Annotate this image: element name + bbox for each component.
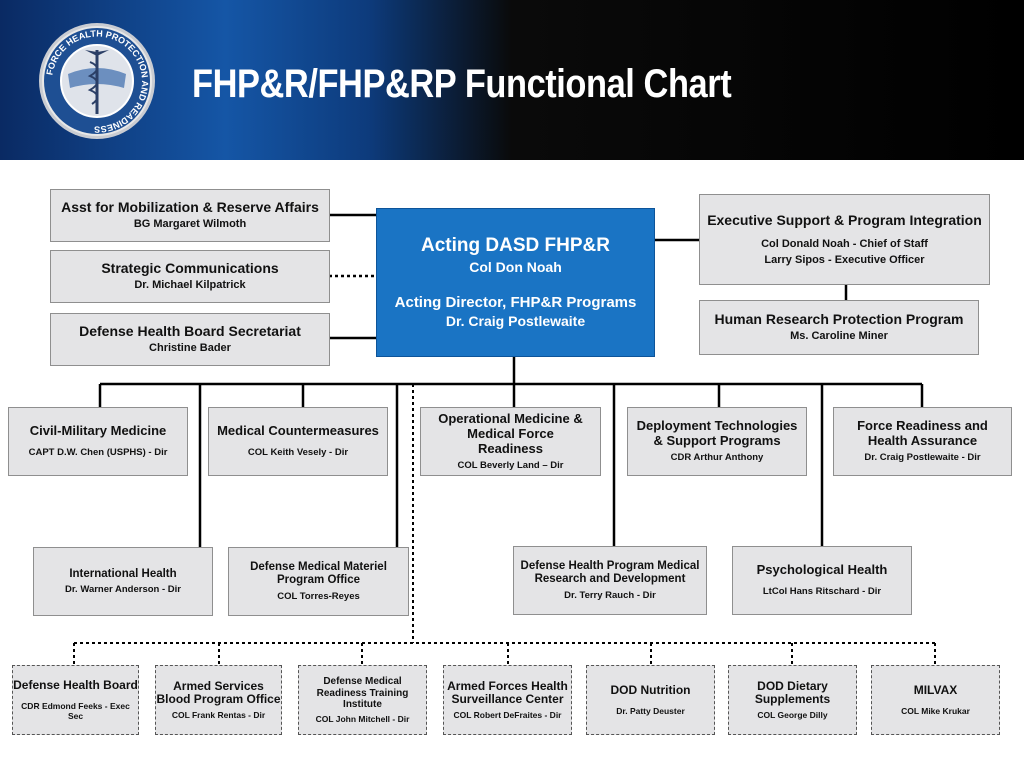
box-title: Defense Health Program Medical Research … [520,560,700,586]
box-subtitle: COL Beverly Land – Dir [457,459,564,471]
psychological-health-box: Psychological Health LtCol Hans Ritschar… [732,546,912,615]
box-title: Medical Countermeasures [217,423,379,439]
box-subtitle: COL George Dilly [757,710,828,721]
box-title: Psychological Health [756,562,888,578]
afhsc-box: Armed Forces Health Surveillance Center … [443,665,572,735]
box-title: Human Research Protection Program [714,311,964,328]
deployment-technologies-box: Deployment Technologies & Support Progra… [627,407,807,476]
box-title: MILVAX [913,683,958,697]
human-research-protection-box: Human Research Protection Program Ms. Ca… [699,300,979,355]
operational-medicine-box: Operational Medicine & Medical Force Rea… [420,407,601,476]
force-readiness-box: Force Readiness and Health Assurance Dr.… [833,407,1012,476]
center-name: Col Don Noah [469,259,562,275]
header-banner: FORCE HEALTH PROTECTION AND READINESS FH… [0,0,1024,160]
box-subtitle: COL Torres-Reyes [277,590,360,602]
box-title: Force Readiness and Health Assurance [857,418,988,449]
box-subtitle: COL Robert DeFraites - Dir [453,710,562,721]
center-title: Acting DASD FHP&R [421,235,610,257]
box-subtitle: CAPT D.W. Chen (USPHS) - Dir [28,447,168,459]
box-title: Strategic Communications [101,260,279,277]
medical-countermeasures-box: Medical Countermeasures COL Keith Vesely… [208,407,388,476]
international-health-box: International Health Dr. Warner Anderson… [33,547,213,616]
box-subtitle: COL Mike Krukar [901,705,970,716]
box-title: Defense Health Board [13,677,138,692]
box-title: Civil-Military Medicine [29,423,167,439]
acting-dasd-box: Acting DASD FHP&R Col Don Noah Acting Di… [376,208,655,357]
strategic-communications-box: Strategic Communications Dr. Michael Kil… [50,250,330,303]
page-title: FHP&R/FHP&RP Functional Chart [192,62,732,106]
box-title: Defense Medical Materiel Program Office [250,561,387,587]
box-subtitle: Dr. Warner Anderson - Dir [65,583,181,595]
civil-military-medicine-box: Civil-Military Medicine CAPT D.W. Chen (… [8,407,188,476]
box-subtitle: Christine Bader [149,342,231,355]
dod-dietary-supplements-box: DOD Dietary Supplements COL George Dilly [728,665,857,735]
box-subtitle: COL John Mitchell - Dir [315,713,410,724]
box-title: DOD Nutrition [610,683,691,697]
box-subtitle: Dr. Terry Rauch - Dir [564,589,656,601]
dod-nutrition-box: DOD Nutrition Dr. Patty Deuster [586,665,715,735]
box-subtitle: Dr. Michael Kilpatrick [134,279,246,292]
center-name-2: Dr. Craig Postlewaite [445,313,586,330]
asst-mobilization-box: Asst for Mobilization & Reserve Affairs … [50,189,330,242]
box-subtitle: Col Donald Noah - Chief of Staff [761,238,928,251]
box-subtitle: LtCol Hans Ritschard - Dir [762,586,882,598]
box-subtitle: CDR Arthur Anthony [670,452,764,464]
box-subtitle: Dr. Craig Postlewaite - Dir [864,452,981,464]
box-title: Defense Medical Readiness Training Insti… [316,676,409,711]
box-subtitle: BG Margaret Wilmoth [133,218,247,231]
force-health-seal-logo: FORCE HEALTH PROTECTION AND READINESS [39,23,155,139]
box-title: International Health [69,567,177,580]
box-title: Armed Forces Health Surveillance Center [447,678,568,707]
box-title: Asst for Mobilization & Reserve Affairs [61,199,319,216]
dhb-secretariat-box: Defense Health Board Secretariat Christi… [50,313,330,366]
executive-support-box: Executive Support & Program Integration … [699,194,990,285]
milvax-box: MILVAX COL Mike Krukar [871,665,1000,735]
box-title: Operational Medicine & Medical Force Rea… [438,410,583,456]
defense-health-board-box: Defense Health Board CDR Edmond Feeks - … [12,665,139,735]
defense-medical-materiel-box: Defense Medical Materiel Program Office … [228,547,409,616]
box-subtitle: Ms. Caroline Miner [790,330,888,343]
dmrti-box: Defense Medical Readiness Training Insti… [298,665,427,735]
box-subtitle-2: Larry Sipos - Executive Officer [764,253,925,266]
box-title: DOD Dietary Supplements [754,678,831,707]
box-title: Defense Health Board Secretariat [79,323,301,340]
box-subtitle: Dr. Patty Deuster [616,705,685,716]
box-title: Deployment Technologies & Support Progra… [636,418,798,449]
blood-program-office-box: Armed Services Blood Program Office COL … [155,665,282,735]
center-title-2: Acting Director, FHP&R Programs [394,293,637,311]
box-title: Armed Services Blood Program Office [156,678,281,707]
dhp-medical-research-box: Defense Health Program Medical Research … [513,546,707,615]
box-subtitle: COL Keith Vesely - Dir [247,447,349,459]
box-subtitle: COL Frank Rentas - Dir [171,710,266,721]
box-subtitle: CDR Edmond Feeks - Exec Sec [21,700,130,721]
box-title: Executive Support & Program Integration [707,212,982,229]
